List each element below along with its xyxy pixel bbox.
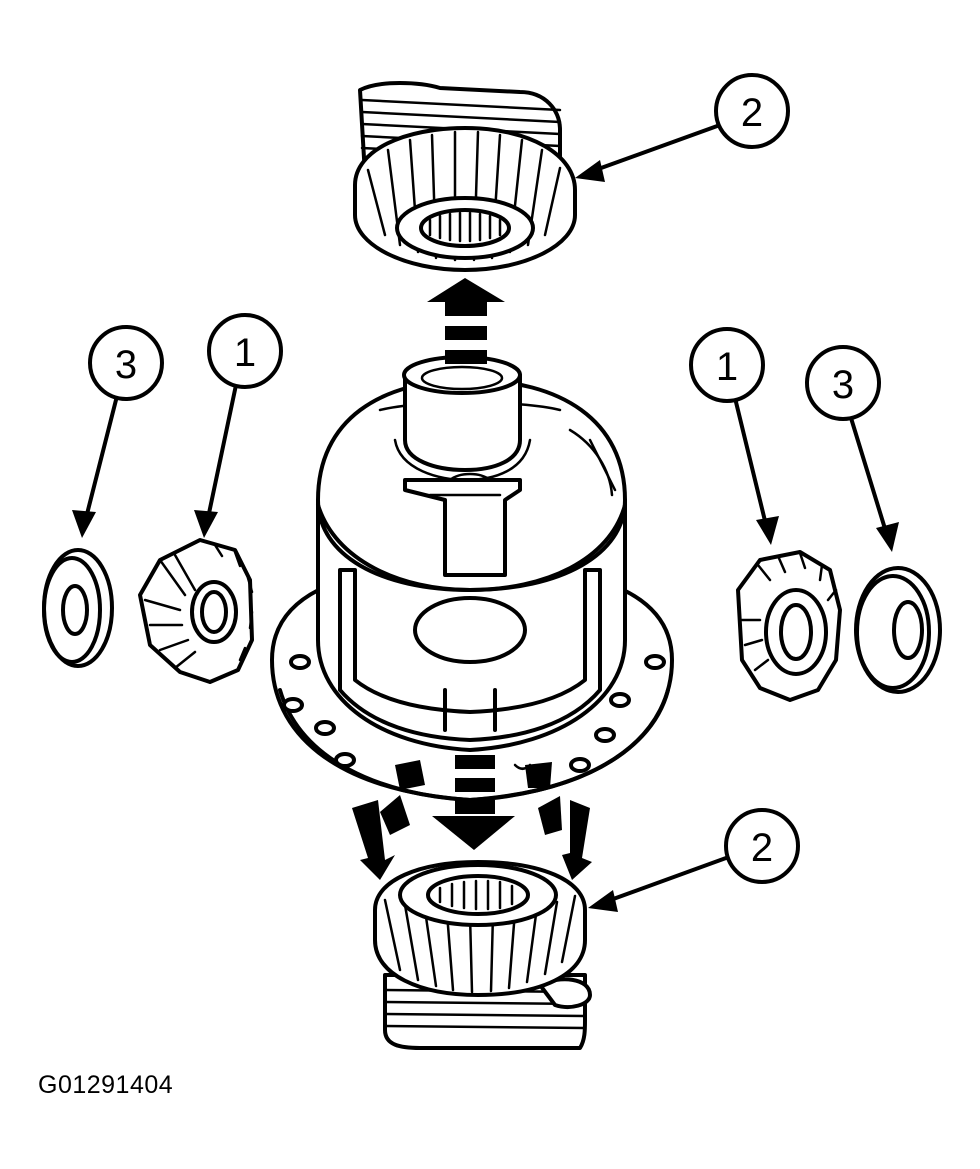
removal-arrow-down-right xyxy=(525,762,592,880)
callout-right-washer-label: 3 xyxy=(832,363,854,407)
callout-left-washer-label: 3 xyxy=(115,343,137,387)
figure-id: G01291404 xyxy=(38,1071,174,1099)
callout-left-pinion-label: 1 xyxy=(234,331,256,375)
removal-arrow-up xyxy=(427,278,505,364)
side-gear-top xyxy=(353,81,577,272)
thrust-washer-right xyxy=(854,566,942,694)
callout-bottom-gear-label: 2 xyxy=(751,826,773,870)
callout-top-gear: 2 xyxy=(714,73,790,149)
callout-bottom-gear: 2 xyxy=(724,808,800,884)
callout-left-pinion: 1 xyxy=(207,313,283,389)
differential-case xyxy=(270,355,674,802)
pinion-gear-left xyxy=(138,538,254,684)
callout-top-gear-label: 2 xyxy=(741,91,763,135)
side-gear-bottom xyxy=(373,860,592,1050)
removal-arrow-down-left xyxy=(352,760,425,880)
callout-right-washer: 3 xyxy=(805,345,881,421)
callout-right-pinion-label: 1 xyxy=(716,345,738,389)
thrust-washer-left xyxy=(42,548,114,668)
removal-arrow-down xyxy=(432,755,515,850)
leader-lines xyxy=(72,123,899,912)
pinion-gear-right xyxy=(736,550,842,702)
callout-right-pinion: 1 xyxy=(689,327,765,403)
callout-left-washer: 3 xyxy=(88,325,164,401)
